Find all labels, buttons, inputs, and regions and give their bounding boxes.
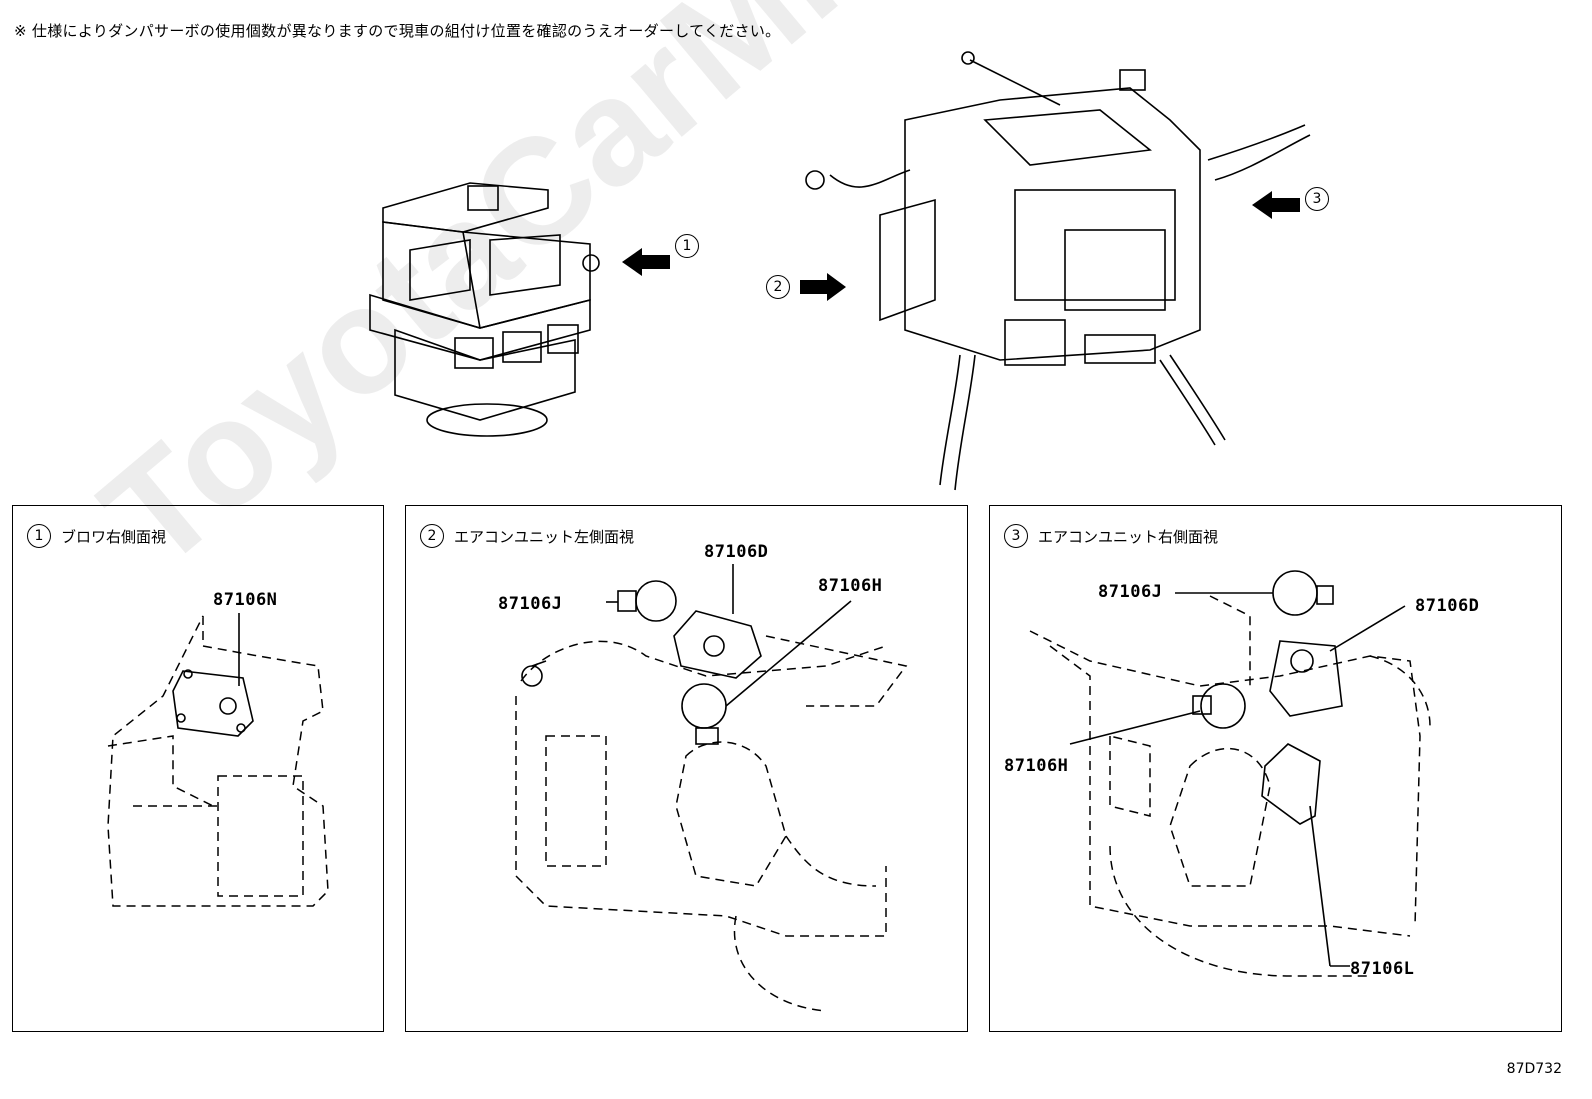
part-label: 87106H — [1004, 756, 1069, 776]
panel-title: 2 エアコンユニット左側面視 — [420, 524, 634, 548]
damper-servo-icon — [1269, 640, 1343, 717]
panel-number: 2 — [420, 524, 444, 548]
damper-servo-icon — [172, 670, 254, 737]
panel-drawing — [1029, 570, 1431, 977]
callout-2: 2 — [766, 275, 790, 299]
damper-servo-icon — [681, 683, 727, 729]
damper-servo-icon — [1272, 570, 1318, 616]
panel-title-text: ブロワ右側面視 — [61, 527, 167, 546]
callout-number: 3 — [1305, 187, 1329, 211]
overview-drawings — [369, 51, 1311, 491]
damper-servo-icon — [1261, 743, 1321, 825]
panel-ac-left-view: 2 エアコンユニット左側面視 87106D 87106J 87106H — [405, 505, 968, 1032]
panel-number: 3 — [1004, 524, 1028, 548]
ac-unit-drawing — [805, 51, 1311, 491]
part-label: 87106N — [213, 590, 278, 610]
panel-title-text: エアコンユニット右側面視 — [1038, 527, 1219, 546]
arrow-icon — [622, 191, 1300, 301]
panel-drawing — [107, 613, 329, 907]
part-label: 87106H — [818, 576, 883, 596]
panel-ac-right-view: 3 エアコンユニット右側面視 87106J 87106D 87106H 8710… — [989, 505, 1562, 1032]
damper-servo-icon — [635, 580, 677, 622]
panel-number: 1 — [27, 524, 51, 548]
callout-1: 1 — [675, 234, 699, 258]
drawing-code: 87D732 — [1506, 1061, 1562, 1077]
damper-servo-icon — [673, 610, 762, 679]
damper-servo-icon — [1200, 683, 1246, 729]
blower-unit-drawing — [369, 182, 600, 437]
panel-title: 3 エアコンユニット右側面視 — [1004, 524, 1218, 548]
callout-number: 2 — [766, 275, 790, 299]
panel-title-text: エアコンユニット左側面視 — [454, 527, 635, 546]
panel-title: 1 ブロワ右側面視 — [27, 524, 166, 548]
part-label: 87106L — [1350, 959, 1415, 979]
part-label: 87106D — [1415, 596, 1480, 616]
panel-drawing — [515, 564, 908, 1012]
callout-3: 3 — [1305, 187, 1329, 211]
part-label: 87106J — [498, 594, 563, 614]
part-label: 87106J — [1098, 582, 1163, 602]
callout-number: 1 — [675, 234, 699, 258]
order-note: ※ 仕様によりダンパサーボの使用個数が異なりますので現車の組付け位置を確認のうえ… — [14, 22, 781, 40]
panel-blower-right-view: 1 ブロワ右側面視 87106N — [12, 505, 384, 1032]
part-label: 87106D — [704, 542, 769, 562]
